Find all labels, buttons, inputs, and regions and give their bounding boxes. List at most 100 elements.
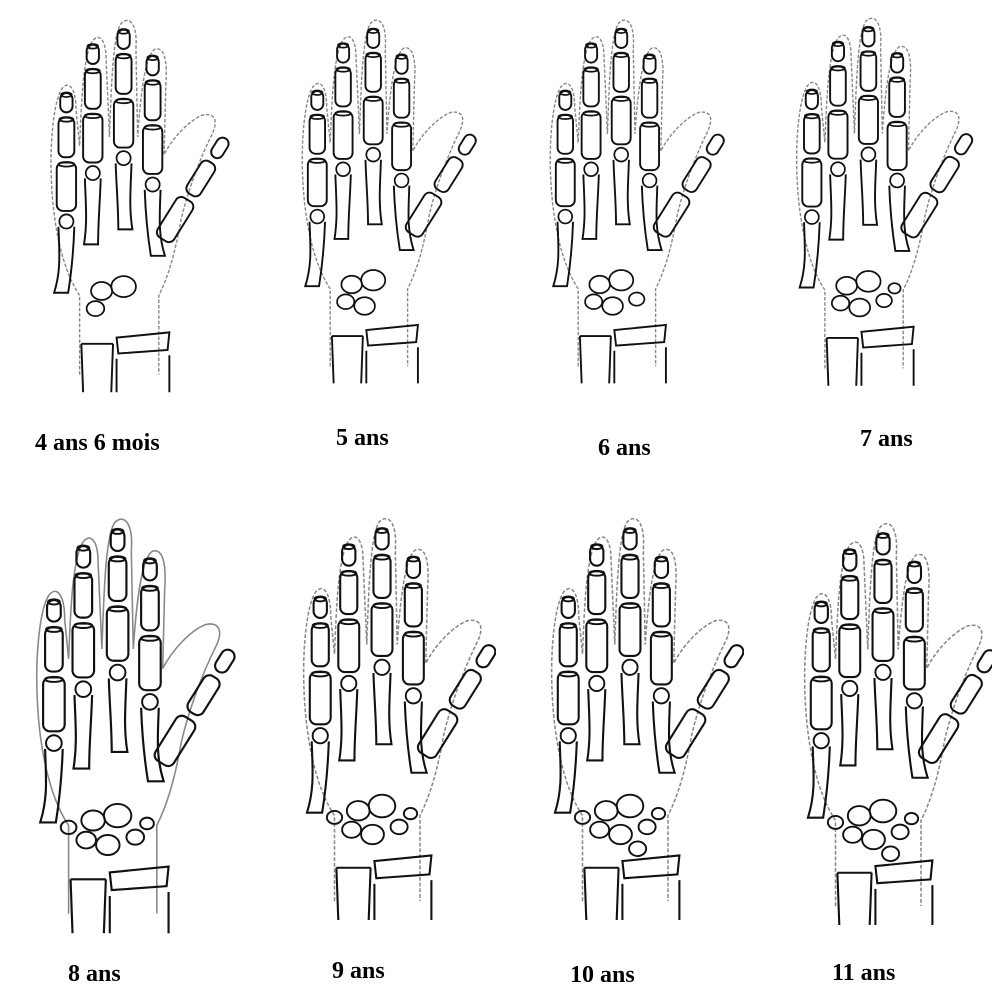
epiphysis	[365, 97, 380, 101]
carpal-bone	[361, 825, 384, 844]
hand-panel-1: 4 ans 6 mois	[0, 0, 248, 497]
thumb	[155, 133, 234, 244]
middle-phalanx	[340, 571, 357, 614]
metacarpal	[587, 689, 605, 760]
middle-phalanx	[830, 67, 846, 106]
carpal-bone	[342, 822, 361, 838]
hand-xray-drawing	[0, 497, 248, 957]
epiphysis	[813, 676, 830, 681]
metacarpal-head	[75, 681, 91, 697]
hand-xray-drawing	[744, 497, 992, 957]
metacarpal-head	[86, 166, 100, 180]
carpal-bone	[832, 296, 849, 311]
metacarpal-head	[890, 174, 904, 188]
metacarpal-head	[875, 665, 890, 680]
middle-phalanx	[365, 53, 380, 92]
thumb-distal-phalanx	[704, 132, 726, 157]
metacarpal-head	[842, 681, 857, 696]
proximal-phalanx	[139, 636, 161, 690]
metacarpal-head	[395, 174, 409, 188]
middle-phalanx	[583, 68, 598, 107]
middle-phalanx	[642, 79, 657, 118]
epiphysis	[621, 603, 638, 608]
proximal-phalanx	[392, 123, 411, 170]
metacarpal	[840, 694, 858, 765]
epiphysis	[906, 637, 923, 642]
epiphysis	[74, 623, 92, 628]
age-caption: 4 ans 6 mois	[35, 430, 160, 457]
metacarpal-head	[558, 210, 572, 224]
proximal-phalanx	[904, 637, 925, 689]
epiphysis	[653, 632, 670, 637]
hand-panel-3: 6 ans	[496, 0, 744, 497]
proximal-phalanx	[57, 163, 76, 211]
proximal-phalanx	[364, 97, 383, 144]
epiphysis	[58, 162, 74, 167]
thumb-distal-phalanx	[213, 647, 238, 675]
metacarpal-head	[313, 728, 328, 743]
proximal-phalanx	[586, 620, 607, 672]
middle-phalanx	[653, 584, 670, 627]
carpal-bone	[639, 820, 656, 835]
metacarpal	[74, 695, 93, 769]
metacarpal	[621, 673, 639, 744]
thumb-proximal-phalanx	[948, 672, 984, 716]
thumb-proximal-phalanx	[695, 667, 731, 711]
radius	[117, 355, 170, 392]
metacarpal-head	[614, 148, 628, 162]
hand-panel-2: 5 ans	[248, 0, 496, 497]
thumb-distal-phalanx	[953, 132, 975, 157]
thumb-distal-phalanx	[474, 643, 496, 670]
epiphysis	[405, 632, 422, 637]
metacarpal-head	[831, 162, 845, 176]
hand-skeleton	[797, 18, 978, 386]
carpal-bone	[595, 801, 618, 820]
age-caption: 7 ans	[860, 426, 913, 453]
metacarpal-head	[142, 694, 158, 710]
carpal-bone	[862, 830, 885, 849]
thumb-proximal-phalanx	[447, 667, 483, 711]
proximal-phalanx	[558, 672, 579, 724]
middle-phalanx	[621, 555, 638, 598]
hand-xray-drawing	[248, 497, 496, 957]
middle-phalanx	[85, 69, 101, 109]
metacarpal	[335, 174, 351, 239]
carpal-bone	[341, 276, 362, 294]
age-caption: 6 ans	[598, 435, 651, 462]
epiphysis	[558, 158, 573, 162]
carpal-bone	[126, 830, 144, 845]
metacarpal-head	[46, 735, 62, 751]
age-caption: 10 ans	[570, 962, 635, 989]
middle-phalanx	[804, 114, 820, 153]
middle-phalanx	[145, 81, 161, 121]
epiphysis	[310, 158, 325, 162]
radius	[110, 892, 169, 933]
proximal-phalanx	[83, 114, 102, 162]
thumb	[403, 131, 481, 239]
carpal-bone	[347, 801, 370, 820]
proximal-phalanx	[620, 604, 641, 656]
epiphysis	[116, 99, 132, 104]
carpal-bone	[652, 808, 665, 819]
epiphysis	[560, 671, 577, 676]
radius	[374, 880, 431, 920]
epiphysis	[804, 158, 820, 163]
proximal-phalanx	[612, 97, 631, 144]
ulna	[336, 868, 370, 920]
age-caption: 5 ans	[336, 425, 389, 452]
proximal-phalanx	[582, 112, 601, 159]
thumb-proximal-phalanx	[928, 154, 961, 194]
thumb-distal-phalanx	[456, 132, 478, 157]
middle-phalanx	[312, 624, 329, 667]
ulna	[580, 336, 611, 383]
metacarpal	[373, 673, 391, 744]
middle-phalanx	[405, 584, 422, 627]
hand-skeleton	[37, 519, 241, 933]
middle-phalanx	[109, 557, 127, 601]
proximal-phalanx	[338, 620, 359, 672]
ulna	[81, 344, 113, 392]
thumb-proximal-phalanx	[680, 155, 713, 195]
middle-phalanx	[141, 586, 159, 630]
carpal-bone	[104, 804, 131, 827]
proximal-phalanx	[640, 123, 659, 170]
